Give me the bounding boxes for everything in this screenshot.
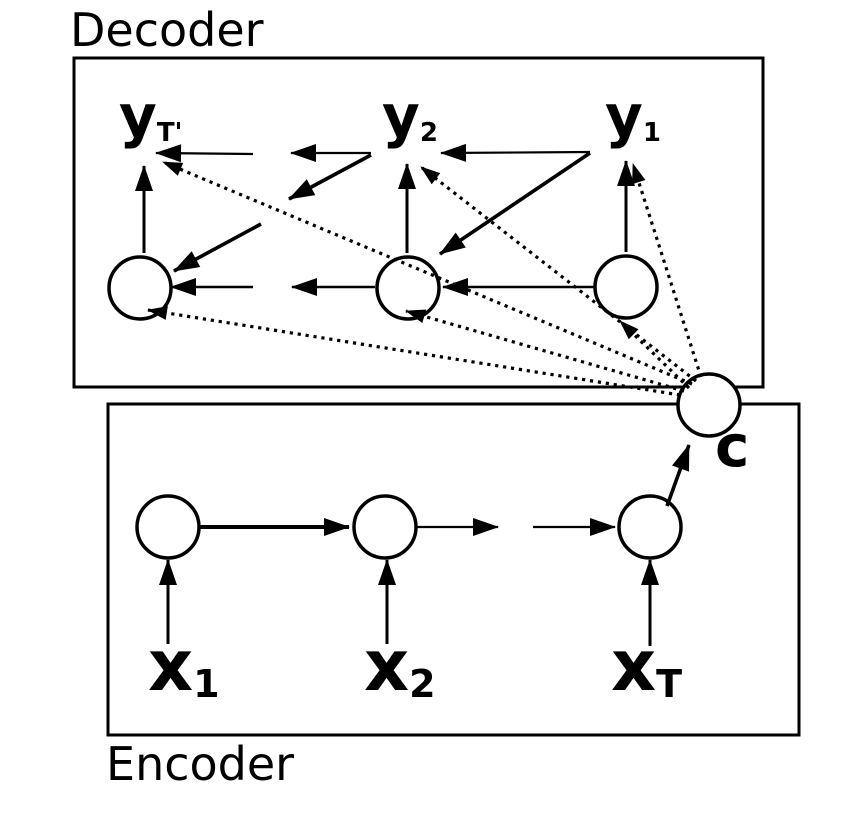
encoder-label-text: Encoder bbox=[106, 737, 295, 791]
encoder-hidden-node-2 bbox=[352, 494, 418, 560]
output-label-yT-base: y bbox=[119, 82, 157, 150]
input-label-x2: x2 bbox=[364, 631, 436, 703]
dotted-arrow-context-to-hidden-t bbox=[147, 306, 681, 397]
output-label-yT: yT' bbox=[119, 87, 183, 146]
output-label-y2-base: y bbox=[382, 82, 420, 150]
input-label-x1: x1 bbox=[148, 631, 220, 703]
dotted-arrow-context-to-hidden-1 bbox=[618, 319, 691, 390]
arrow-y2-to-hidden-t-part2 bbox=[173, 222, 262, 273]
output-label-y2: y2 bbox=[382, 87, 438, 146]
input-label-xT: xT bbox=[611, 631, 682, 703]
output-label-y1-sub: 1 bbox=[642, 118, 661, 148]
encoder-box bbox=[106, 402, 801, 737]
arrow-y1-to-y2 bbox=[440, 143, 591, 162]
dotted-arrow-context-to-y2 bbox=[420, 165, 697, 383]
context-label-text: c bbox=[715, 412, 750, 480]
input-label-x1-sub: 1 bbox=[193, 662, 220, 706]
decoder-hidden-node-2 bbox=[375, 255, 441, 321]
decoder-label: Decoder bbox=[70, 7, 264, 53]
output-label-y1-base: y bbox=[605, 82, 643, 150]
context-label: c bbox=[715, 417, 749, 475]
encoder-hidden-node-1 bbox=[135, 494, 201, 560]
arrow-y2-to-yT-part2 bbox=[155, 144, 254, 163]
arrow-hidden-t-to-context bbox=[665, 444, 691, 507]
encoder-label: Encoder bbox=[106, 741, 294, 787]
input-label-x2-base: x bbox=[364, 625, 410, 707]
decoder-box bbox=[72, 56, 765, 389]
encoder-hidden-node-t bbox=[617, 494, 683, 560]
arrow-y1-to-hidden-2 bbox=[438, 151, 592, 256]
input-label-xT-sub: T bbox=[656, 662, 683, 706]
context-node bbox=[676, 372, 742, 438]
decoder-hidden-node-1 bbox=[593, 254, 659, 320]
input-label-x1-base: x bbox=[148, 625, 194, 707]
arrow-y2-to-hidden-t-part1 bbox=[288, 153, 372, 201]
output-label-yT-sub: T' bbox=[156, 118, 183, 148]
dotted-arrow-context-to-hidden-2 bbox=[405, 309, 685, 393]
decoder-hidden-node-t bbox=[107, 255, 173, 321]
decoder-label-text: Decoder bbox=[70, 3, 264, 57]
output-label-y2-sub: 2 bbox=[419, 118, 438, 148]
input-label-xT-base: x bbox=[611, 625, 657, 707]
dotted-arrow-context-to-y1 bbox=[631, 163, 703, 378]
output-label-y1: y1 bbox=[605, 87, 661, 146]
input-label-x2-sub: 2 bbox=[409, 662, 436, 706]
